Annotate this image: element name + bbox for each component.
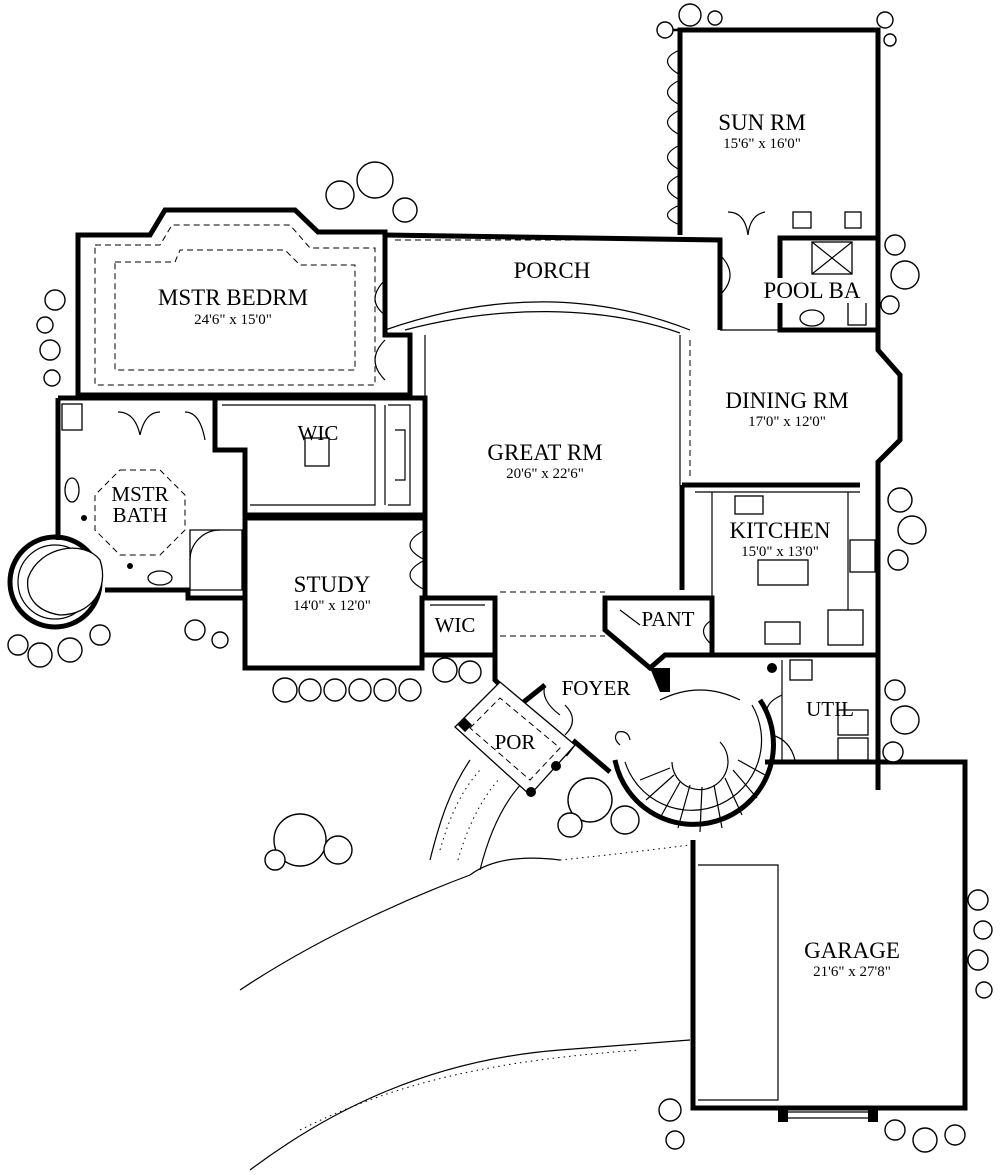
porch-label: PORCH: [514, 258, 591, 283]
pool-bath-label: POOL BA: [764, 278, 861, 303]
study-wic-label: WIC: [435, 613, 476, 637]
master-sink-1: [64, 477, 80, 503]
spiral-stair: [612, 689, 776, 833]
garage-dims: 21'6" x 27'8": [813, 964, 891, 980]
wic-island: [304, 437, 330, 467]
garage: GARAGE 21'6" x 27'8": [690, 759, 968, 1122]
master-sink-2: [147, 570, 173, 586]
master-bath-octagon: [94, 469, 186, 556]
shrub-cluster-garage: [658, 889, 993, 1153]
master-tub: [27, 547, 104, 616]
portico-label: POR: [495, 730, 536, 754]
utility: UTIL: [665, 652, 878, 761]
bar-sink: [792, 211, 812, 229]
master-bedroom-dims: 24'6" x 15'0": [194, 312, 272, 328]
master-bedroom-label: MSTR BEDRM: [158, 285, 308, 310]
sun-room-label: SUN RM: [718, 110, 806, 135]
pool-bath-sink: [799, 309, 825, 327]
portico: POR: [454, 681, 576, 797]
kitchen-label: KITCHEN: [730, 518, 831, 543]
dryer: [837, 737, 869, 761]
util-label: UTIL: [806, 697, 854, 721]
sun-room: SUN RM 15'6" x 16'0": [658, 27, 881, 238]
kitchen-dims: 15'0" x 13'0": [741, 544, 819, 560]
great-room-dims: 20'6" x 22'6": [506, 466, 584, 482]
master-shower: [189, 529, 243, 591]
cooktop: [849, 539, 876, 573]
study-dims: 14'0" x 12'0": [293, 598, 371, 614]
shrub-cluster-bath: [7, 619, 229, 668]
master-bath-label-line2: BATH: [113, 503, 168, 527]
shrub-cluster-right: [880, 234, 927, 763]
landscaping: [7, 3, 993, 1153]
pantry-label: PANT: [642, 607, 695, 631]
great-room-label: GREAT RM: [487, 440, 602, 465]
util-sink: [789, 659, 813, 681]
master-toilet: [61, 403, 83, 431]
shrub-cluster-front: [264, 777, 640, 871]
shrub-cluster-top: [656, 3, 897, 47]
master-bath: MSTR BATH: [7, 395, 248, 630]
sun-room-door-swings: [666, 49, 681, 226]
kitchen-island: [757, 559, 809, 586]
shrub-cluster-study: [272, 657, 482, 703]
dining-room: DINING RM 17'0" x 12'0": [720, 329, 903, 790]
shrub-cluster-left: [36, 289, 66, 387]
kitchen-sink: [734, 495, 764, 515]
dining-room-label: DINING RM: [725, 388, 848, 413]
toilet: [847, 299, 867, 326]
refrigerator: [827, 609, 864, 646]
pool-bath: POOL BA: [752, 235, 881, 333]
study: STUDY 14'0" x 12'0": [242, 515, 428, 671]
washer: [837, 709, 869, 736]
garage-label: GARAGE: [804, 938, 900, 963]
sun-room-dims: 15'6" x 16'0": [723, 136, 801, 152]
bar-fixture: [844, 211, 862, 229]
study-label: STUDY: [294, 572, 371, 597]
foyer-label: FOYER: [562, 676, 631, 700]
shrub-cluster-bedroom-top: [325, 161, 418, 223]
master-bath-label-line1: MSTR: [111, 482, 168, 506]
kitchen-desk: [764, 621, 801, 645]
dining-room-dims: 17'0" x 12'0": [748, 414, 826, 430]
driveway: [239, 759, 691, 1171]
master-bedroom: MSTR BEDRM 24'6" x 15'0": [75, 207, 413, 398]
master-wic-label: WIC: [298, 421, 339, 445]
portico-slab: [454, 681, 576, 796]
great-room: GREAT RM 20'6" x 22'6": [388, 335, 691, 637]
study-wic: WIC: [422, 595, 498, 658]
porch: PORCH: [374, 232, 731, 334]
kitchen: KITCHEN 15'0" x 13'0": [679, 482, 876, 650]
